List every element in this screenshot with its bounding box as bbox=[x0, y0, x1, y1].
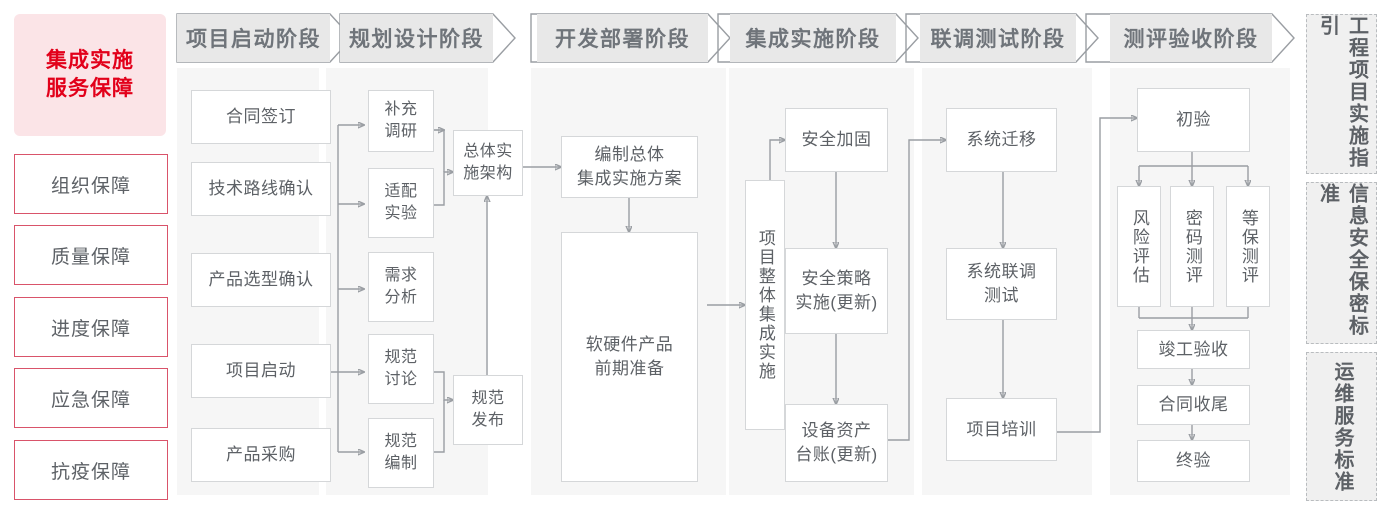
node-label: 规范编制 bbox=[384, 432, 418, 472]
node-supplementary-research[interactable]: 补充调研 bbox=[368, 90, 434, 152]
node-system-joint-debug-test[interactable]: 系统联调测试 bbox=[946, 248, 1057, 320]
node-label: 系统迁移 bbox=[966, 130, 1037, 150]
standard-panel-label: 运维服务标准 bbox=[1331, 360, 1353, 493]
sidebar-item-label: 应急保障 bbox=[50, 389, 131, 411]
node-label: 项目启动 bbox=[226, 361, 296, 381]
phase-header-label: 联调测试阶段 bbox=[930, 28, 1066, 51]
sidebar-item-label: 进度保障 bbox=[50, 318, 131, 340]
phase-header-label: 测评验收阶段 bbox=[1123, 28, 1259, 51]
node-label: 编制总体集成实施方案 bbox=[577, 145, 682, 188]
sidebar-hero: 集成实施服务保障 bbox=[14, 14, 166, 136]
node-label: 软硬件产品前期准备 bbox=[585, 335, 674, 378]
node-hw-sw-preparation[interactable]: 软硬件产品前期准备 bbox=[561, 232, 698, 482]
node-label: 风险评估 bbox=[1129, 208, 1149, 285]
node-overall-project-integration[interactable]: 项目整体集成实施 bbox=[745, 180, 785, 430]
node-label: 规范讨论 bbox=[384, 348, 418, 388]
sidebar-item-schedule[interactable]: 进度保障 bbox=[14, 297, 168, 357]
node-label: 设备资产台账(更新) bbox=[795, 421, 878, 464]
node-project-kickoff[interactable]: 项目启动 bbox=[191, 344, 331, 398]
node-label: 规范发布 bbox=[471, 389, 505, 429]
node-label: 系统联调测试 bbox=[966, 262, 1037, 305]
node-label: 终验 bbox=[1176, 451, 1211, 471]
node-label: 安全策略实施(更新) bbox=[795, 269, 878, 312]
node-label: 产品选型确认 bbox=[208, 270, 314, 290]
phase-header-6[interactable]: 测评验收阶段 bbox=[1110, 14, 1272, 62]
node-adaptation-experiment[interactable]: 适配实验 bbox=[368, 168, 434, 238]
node-product-selection-confirm[interactable]: 产品选型确认 bbox=[191, 253, 331, 307]
node-label: 安全加固 bbox=[801, 130, 872, 150]
node-spec-drafting[interactable]: 规范编制 bbox=[368, 418, 434, 488]
node-product-procurement[interactable]: 产品采购 bbox=[191, 428, 331, 482]
sidebar-item-organization[interactable]: 组织保障 bbox=[14, 154, 168, 214]
node-label: 总体实施架构 bbox=[463, 142, 513, 182]
sidebar-item-quality[interactable]: 质量保障 bbox=[14, 225, 168, 285]
node-label: 等保测评 bbox=[1238, 208, 1258, 285]
node-security-policy-implementation[interactable]: 安全策略实施(更新) bbox=[785, 248, 888, 334]
node-tech-route-confirm[interactable]: 技术路线确认 bbox=[191, 162, 331, 216]
standard-panel-infosec-standard[interactable]: 信息安全保密标准 bbox=[1306, 182, 1377, 344]
node-completion-acceptance[interactable]: 竣工验收 bbox=[1137, 330, 1250, 369]
node-overall-implementation-architecture[interactable]: 总体实施架构 bbox=[453, 130, 523, 196]
sidebar-item-label: 抗疫保障 bbox=[50, 461, 131, 483]
node-label: 合同签订 bbox=[226, 107, 296, 127]
node-label: 项目培训 bbox=[966, 419, 1037, 439]
node-label: 合同收尾 bbox=[1158, 395, 1229, 415]
standard-panel-label: 信息安全保密标准 bbox=[1316, 183, 1368, 337]
node-label: 产品采购 bbox=[226, 445, 296, 465]
sidebar-hero-text: 集成实施服务保障 bbox=[46, 47, 134, 104]
node-label: 密码测评 bbox=[1182, 208, 1202, 285]
phase-header-label: 开发部署阶段 bbox=[555, 28, 690, 51]
node-final-acceptance[interactable]: 终验 bbox=[1137, 440, 1250, 482]
node-system-migration[interactable]: 系统迁移 bbox=[946, 108, 1057, 172]
node-requirement-analysis[interactable]: 需求分析 bbox=[368, 252, 434, 322]
sidebar-hero-line1: 集成实施 bbox=[46, 48, 134, 72]
sidebar-item-label: 组织保障 bbox=[50, 175, 131, 197]
node-label: 补充调研 bbox=[384, 100, 418, 140]
node-draft-integration-plan[interactable]: 编制总体集成实施方案 bbox=[561, 136, 698, 198]
node-cryptography-evaluation[interactable]: 密码测评 bbox=[1170, 186, 1214, 307]
node-preliminary-acceptance[interactable]: 初验 bbox=[1137, 88, 1250, 152]
sidebar-item-epidemic[interactable]: 抗疫保障 bbox=[14, 440, 168, 500]
node-spec-discussion[interactable]: 规范讨论 bbox=[368, 334, 434, 404]
node-label: 初验 bbox=[1176, 110, 1211, 130]
phase-header-2[interactable]: 规划设计阶段 bbox=[340, 14, 493, 62]
sidebar-item-label: 质量保障 bbox=[50, 246, 131, 268]
node-contract-signing[interactable]: 合同签订 bbox=[191, 90, 331, 144]
phase-header-label: 集成实施阶段 bbox=[745, 28, 881, 51]
node-label: 需求分析 bbox=[384, 266, 418, 306]
node-risk-assessment[interactable]: 风险评估 bbox=[1117, 186, 1161, 307]
standard-panel-ops-service-standard[interactable]: 运维服务标准 bbox=[1306, 352, 1377, 501]
node-label: 技术路线确认 bbox=[208, 179, 314, 199]
node-label: 竣工验收 bbox=[1158, 339, 1229, 359]
node-asset-ledger-update[interactable]: 设备资产台账(更新) bbox=[785, 404, 888, 482]
sidebar-item-emergency[interactable]: 应急保障 bbox=[14, 368, 168, 428]
phase-header-1[interactable]: 项目启动阶段 bbox=[177, 14, 330, 62]
standard-panel-label: 工程项目实施指引 bbox=[1316, 15, 1368, 169]
node-label: 项目整体集成实施 bbox=[755, 229, 775, 381]
node-project-training[interactable]: 项目培训 bbox=[946, 398, 1057, 461]
standard-panel-engineering-guideline[interactable]: 工程项目实施指引 bbox=[1306, 14, 1377, 174]
phase-header-3[interactable]: 开发部署阶段 bbox=[537, 14, 708, 62]
node-label: 适配实验 bbox=[384, 182, 418, 222]
node-security-hardening[interactable]: 安全加固 bbox=[785, 108, 888, 172]
node-contract-closeout[interactable]: 合同收尾 bbox=[1137, 385, 1250, 425]
node-mlps-evaluation[interactable]: 等保测评 bbox=[1226, 186, 1270, 307]
sidebar-hero-line2: 服务保障 bbox=[46, 77, 134, 100]
phase-header-label: 项目启动阶段 bbox=[186, 28, 321, 51]
phase-header-label: 规划设计阶段 bbox=[349, 28, 484, 51]
phase-header-5[interactable]: 联调测试阶段 bbox=[920, 14, 1076, 62]
phase-header-4[interactable]: 集成实施阶段 bbox=[730, 14, 896, 62]
node-spec-release[interactable]: 规范发布 bbox=[453, 375, 523, 445]
